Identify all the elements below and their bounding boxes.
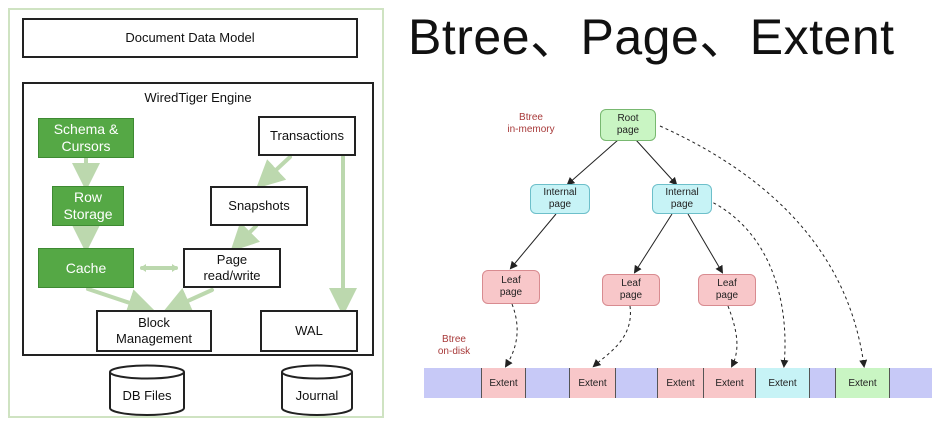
extent-cell: Extent bbox=[756, 368, 810, 398]
extent-cell: Extent bbox=[482, 368, 526, 398]
cache-label: Cache bbox=[65, 259, 107, 276]
snapshots-box: Snapshots bbox=[210, 186, 308, 226]
btree-in-memory-note: Btree in-memory bbox=[507, 112, 555, 135]
internal-page-node-1: Internal page bbox=[530, 184, 590, 214]
btree-page-extent-title: Btree、Page、Extent bbox=[408, 9, 895, 65]
schema-cursors-box: Schema & Cursors bbox=[38, 118, 134, 158]
dashed-leaf2-extent bbox=[592, 305, 631, 368]
leaf-page-node-1: Leaf page bbox=[482, 270, 540, 304]
edge-root-internal1 bbox=[566, 139, 619, 186]
extent-label: Extent bbox=[489, 377, 518, 389]
extent-cell-empty bbox=[890, 368, 932, 398]
internal-page-label-1: Internal page bbox=[543, 187, 577, 210]
block-management-label: Block Management bbox=[116, 315, 192, 346]
edge-internal1-leaf1 bbox=[509, 213, 557, 270]
extent-cell-empty bbox=[424, 368, 482, 398]
journal-label: Journal bbox=[295, 388, 339, 403]
edge-internal2-leaf3 bbox=[687, 213, 724, 274]
block-management-box: Block Management bbox=[96, 310, 212, 352]
row-storage-label: Row Storage bbox=[63, 189, 113, 222]
extent-cell: Extent bbox=[836, 368, 890, 398]
cache-box: Cache bbox=[38, 248, 134, 288]
page-read-write-label: Page read/write bbox=[203, 252, 261, 283]
schema-cursors-label: Schema & Cursors bbox=[53, 121, 119, 154]
db-files-cylinder bbox=[109, 364, 185, 416]
extent-cell-empty bbox=[526, 368, 570, 398]
extent-label: Extent bbox=[848, 377, 877, 389]
extent-label: Extent bbox=[666, 377, 695, 389]
edge-root-internal2 bbox=[635, 139, 678, 186]
transactions-box: Transactions bbox=[258, 116, 356, 156]
edge-internal2-leaf2 bbox=[633, 213, 673, 274]
dashed-leaf1-extent bbox=[504, 303, 518, 368]
btree-on-disk-note: Btree on-disk bbox=[437, 334, 471, 357]
leaf-page-label-3: Leaf page bbox=[715, 278, 739, 301]
page-read-write-box: Page read/write bbox=[183, 248, 281, 288]
arrow-cache-to-block bbox=[86, 287, 156, 316]
leaf-page-label-2: Leaf page bbox=[619, 278, 643, 301]
extent-cell: Extent bbox=[658, 368, 704, 398]
arrow-snapshots-to-page bbox=[230, 221, 261, 252]
root-page-node: Root page bbox=[600, 109, 656, 141]
db-files-label: DB Files bbox=[122, 388, 172, 403]
row-storage-box: Row Storage bbox=[52, 186, 124, 226]
extent-cell-empty bbox=[810, 368, 836, 398]
arrow-transactions-to-snapshots bbox=[256, 155, 292, 189]
transactions-label: Transactions bbox=[270, 128, 344, 143]
leaf-page-node-3: Leaf page bbox=[698, 274, 756, 306]
extent-label: Extent bbox=[578, 377, 607, 389]
dashed-root-extent bbox=[659, 125, 868, 368]
extent-label: Extent bbox=[768, 377, 797, 389]
leaf-page-node-2: Leaf page bbox=[602, 274, 660, 306]
dashed-internal2-extent bbox=[707, 199, 789, 368]
wal-box: WAL bbox=[260, 310, 358, 352]
left-arrows-layer bbox=[72, 155, 357, 316]
journal-cylinder bbox=[281, 364, 353, 416]
wal-label: WAL bbox=[295, 323, 323, 338]
extent-cell: Extent bbox=[570, 368, 616, 398]
snapshots-label: Snapshots bbox=[228, 198, 290, 213]
document-data-model-label: Document Data Model bbox=[125, 30, 255, 45]
internal-page-node-2: Internal page bbox=[652, 184, 712, 214]
leaf-page-label-1: Leaf page bbox=[499, 275, 523, 298]
arrow-page-to-block bbox=[162, 288, 214, 314]
dashed-leaf3-extent bbox=[727, 305, 739, 368]
extent-cell-empty bbox=[616, 368, 658, 398]
internal-page-label-2: Internal page bbox=[665, 187, 699, 210]
root-page-label: Root page bbox=[616, 113, 640, 136]
document-data-model-box: Document Data Model bbox=[22, 18, 358, 58]
extent-cell: Extent bbox=[704, 368, 756, 398]
wiredtiger-engine-frame: WiredTiger Engine bbox=[22, 82, 374, 356]
wiredtiger-engine-title: WiredTiger Engine bbox=[144, 90, 252, 105]
extent-label: Extent bbox=[715, 377, 744, 389]
